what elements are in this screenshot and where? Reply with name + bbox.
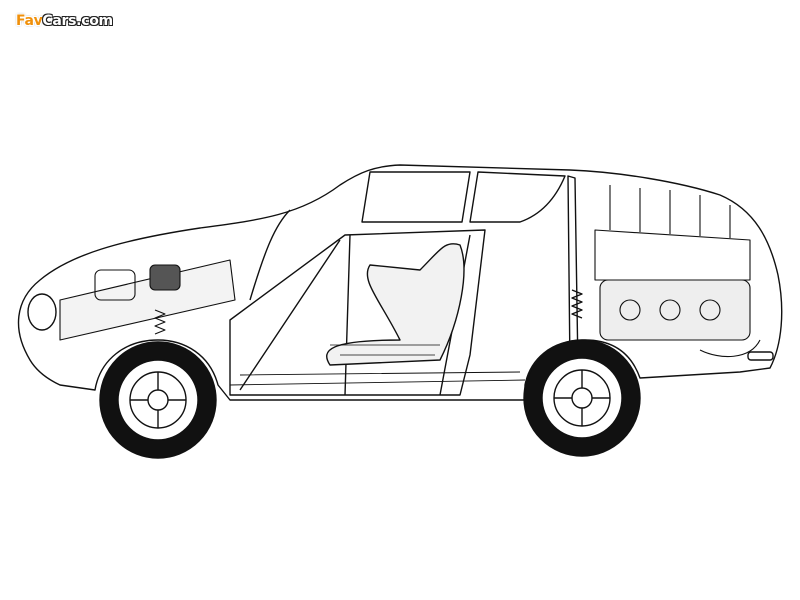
watermark-fav: Fav [16, 13, 43, 29]
headlight [27, 293, 57, 331]
door-frame [229, 229, 486, 396]
engine [594, 185, 761, 358]
front-wheel [99, 341, 217, 459]
favcars-watermark: FavCars.com [16, 13, 113, 29]
exhaust-pipe [747, 351, 774, 361]
front-mechanicals [59, 259, 236, 341]
seat [326, 243, 465, 366]
rear-spring [571, 289, 583, 319]
side-window-front [361, 171, 471, 223]
rear-wheel [523, 339, 641, 457]
side-window-rear [469, 171, 566, 223]
car-body-outline [17, 164, 783, 401]
front-spring [154, 309, 166, 335]
watermark-cars: Cars.com [42, 13, 113, 29]
